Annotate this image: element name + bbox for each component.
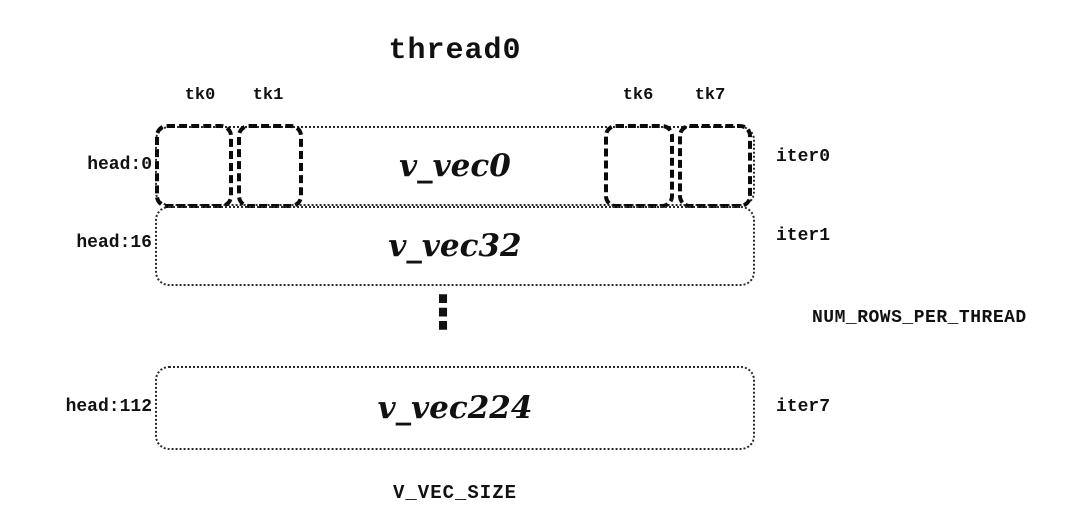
tk-box-7 [678,124,752,208]
vec-label-iter1: v_vec32 [388,228,522,264]
head-offset-label-2: head:112 [65,397,152,417]
tk-box-1 [237,124,303,208]
vertical-ellipsis: ⋮ [420,285,466,339]
vec-row-iter1: v_vec32 [155,206,755,286]
tk-label-7: tk7 [694,86,726,105]
tk-box-0 [155,124,233,208]
num-rows-per-thread-label: NUM_ROWS_PER_THREAD [812,308,1027,328]
head-offset-label-1: head:16 [76,233,152,253]
tk-label-6: tk6 [622,86,654,105]
diagram-title: thread0 [388,34,522,68]
tk-label-1: tk1 [252,86,284,105]
vec-label-iter7: v_vec224 [377,390,533,426]
v-vec-size-label: V_VEC_SIZE [392,482,518,504]
tk-label-0: tk0 [184,86,216,105]
head-offset-label-0: head:0 [87,155,152,175]
iter-label-0: iter0 [776,147,831,167]
vec-label-iter0: v_vec0 [399,148,511,184]
tk-box-6 [604,124,674,208]
iter-label-7: iter7 [776,397,831,417]
vec-row-iter7: v_vec224 [155,366,755,450]
iter-label-1: iter1 [776,226,831,246]
